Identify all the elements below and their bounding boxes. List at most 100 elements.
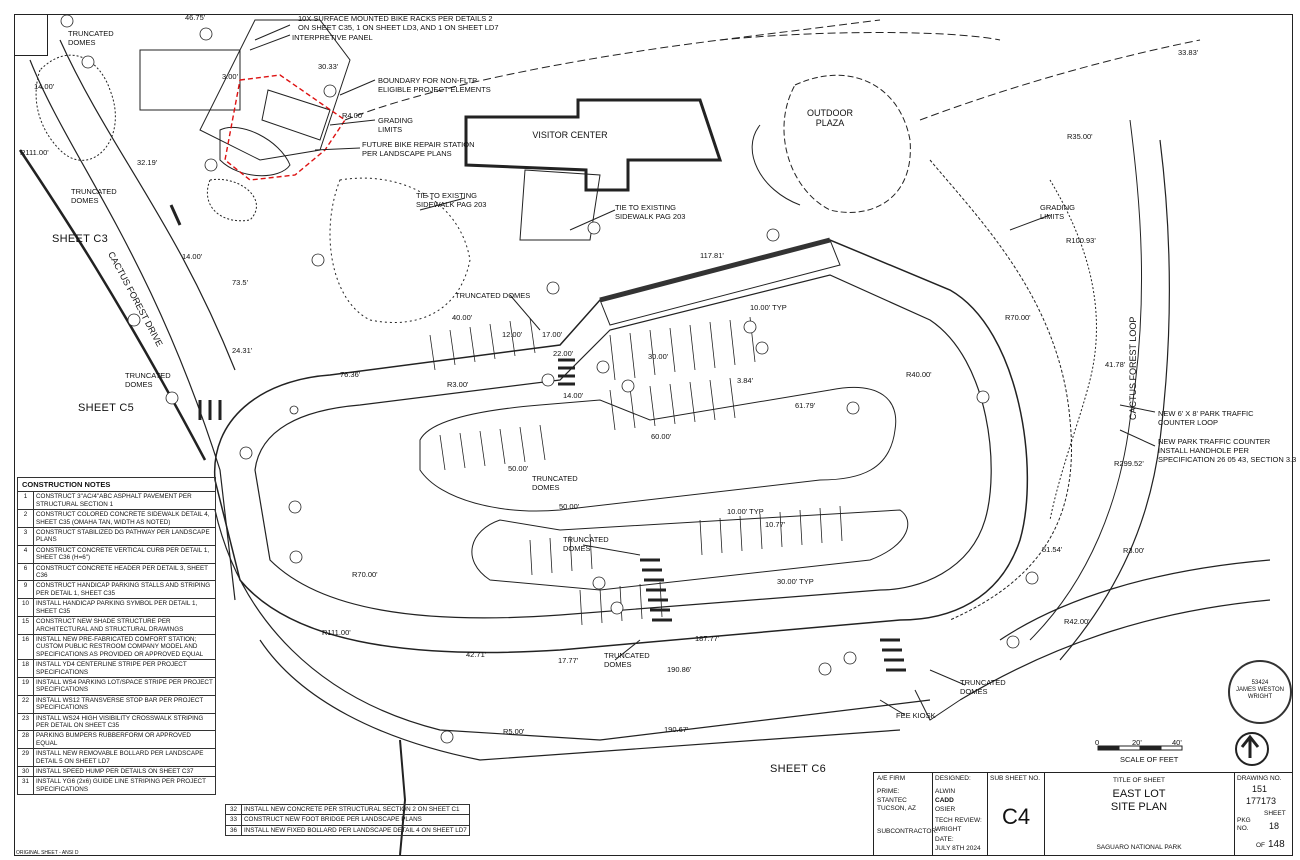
note-text: CONSTRUCT CONCRETE HEADER PER DETAIL 3, … [33,562,216,582]
corner-box [14,14,48,56]
note-text: CONSTRUCT COLORED CONCRETE SIDEWALK DETA… [33,509,216,529]
note-number: 33 [225,814,242,826]
note-number: 15 [17,616,34,635]
engineer-seal: 53424 JAMES WESTON WRIGHT [1228,660,1292,724]
callout-counter-loop: NEW 6' X 8' PARK TRAFFIC COUNTER LOOP [1158,409,1254,427]
dim-label: R40.00' [906,370,932,379]
dim-label: R70.00' [1005,313,1031,322]
title-block-divider [932,773,933,855]
note-number: 6 [17,562,34,582]
note-number: 19 [17,676,34,696]
note-number: 28 [17,730,34,750]
callout-truncated-domes-7: TRUNCATED DOMES [604,651,650,669]
dim-label: R100.93' [1066,236,1096,245]
scale-tick-40: 40' [1172,738,1182,747]
dim-label: 14.00' [182,252,203,261]
prime-label: PRIME: [877,788,900,795]
dim-label: 50.00' [508,464,529,473]
dim-label: 12.00' [502,330,523,339]
dim-label: R299.52' [1114,459,1144,468]
note-text: CONSTRUCT STABILIZED DG PATHWAY PER LAND… [33,527,216,546]
note-text: INSTALL NEW FIXED BOLLARD PER LANDSCAPE … [241,824,470,837]
note-number: 9 [17,580,34,600]
note-number: 16 [17,633,34,661]
dim-label: R42.00' [1064,617,1090,626]
note-text: CONSTRUCT NEW FOOT BRIDGE PER LANDSCAPE … [241,814,470,826]
date-label: DATE: [935,836,954,843]
note-number: 4 [17,544,34,564]
callout-truncated-domes-1: TRUNCATED DOMES [68,29,114,47]
callout-truncated-domes-2: TRUNCATED DOMES [71,187,117,205]
note-text: INSTALL YG6 (2x6) GUIDE LINE STRIPING PE… [33,776,216,796]
note-text: INSTALL SPEED HUMP PER DETAILS ON SHEET … [33,765,216,778]
callout-boundary: BOUNDARY FOR NON-FLTP ELIGIBLE PROJECT E… [378,76,491,94]
note-text: CONSTRUCT HANDICAP PARKING STALLS AND ST… [33,580,216,600]
dim-label: 14.00' [34,82,55,91]
note-number: 32 [225,803,242,816]
dim-label: R3.00' [447,380,469,389]
callout-truncated-domes-5: TRUNCATED DOMES [532,474,578,492]
callout-truncated-domes-6: TRUNCATED DOMES [563,535,609,553]
designed-label: DESIGNED: [935,775,971,782]
designed-value: ALWIN [935,788,956,795]
ae-firm-label: A/E FIRM [877,775,906,782]
dim-label: 32.19' [137,158,158,167]
note-text: INSTALL YD4 CENTERLINE STRIPE PER PROJEC… [33,659,216,678]
note-number: 23 [17,712,34,732]
park-name: SAGUARO NATIONAL PARK [1096,844,1182,851]
dim-label: R4.00' [342,111,364,120]
dim-label: 22.00' [553,349,574,358]
dim-label: 33.83' [1178,48,1199,57]
note-number: 30 [17,765,34,778]
note-number: 29 [17,748,34,767]
callout-counter-handhole: NEW PARK TRAFFIC COUNTER INSTALL HANDHOL… [1158,437,1297,464]
note-text: INSTALL WS12 TRANSVERSE STOP BAR PER PRO… [33,694,216,714]
subcontractor-label: SUBCONTRACTOR: [877,828,938,835]
callout-bike-racks: 10X SURFACE MOUNTED BIKE RACKS PER DETAI… [298,14,499,32]
callout-grading-limits: GRADING LIMITS [378,116,414,134]
dim-label: R111.00' [20,148,49,157]
callout-truncated-domes-8: TRUNCATED DOMES [960,678,1006,696]
title-of-sheet-label: TITLE OF SHEET [1112,777,1165,784]
dim-label: 117.81' [700,251,724,260]
pkg-no-label: PKG NO. [1237,817,1251,832]
tech-review-value: WRIGHT [935,826,962,833]
dim-label: 3.84' [737,376,754,385]
dim-label: 30.33' [318,62,339,71]
visitor-center-label: VISITOR CENTER [532,130,608,140]
dim-label: R111.00' [322,628,351,637]
note-number: 18 [17,659,34,678]
cadd-label: CADD [935,797,954,804]
note-text: CONSTRUCT 3"AC/4"ABC ASPHALT PAVEMENT PE… [33,491,216,511]
dim-label: R3.00' [1123,546,1145,555]
dim-label: 50.00' [559,502,580,511]
note-number: 1 [17,491,34,511]
total-sheets: 148 [1268,839,1285,850]
note-text: CONSTRUCT CONCRETE VERTICAL CURB PER DET… [33,544,216,564]
callout-bike-repair: FUTURE BIKE REPAIR STATION PER LANDSCAPE… [362,140,475,158]
dim-label: R5.00' [503,727,525,736]
dim-label: 30.00' [648,352,669,361]
note-number: 31 [17,776,34,796]
callout-truncated-domes-3: TRUNCATED DOMES [125,371,171,389]
note-number: 10 [17,598,34,618]
sub-sheet-label: SUB SHEET NO. [990,775,1041,782]
dim-label: 61.79' [795,401,816,410]
note-number: 22 [17,694,34,714]
dim-label: 190.67' [664,725,689,734]
